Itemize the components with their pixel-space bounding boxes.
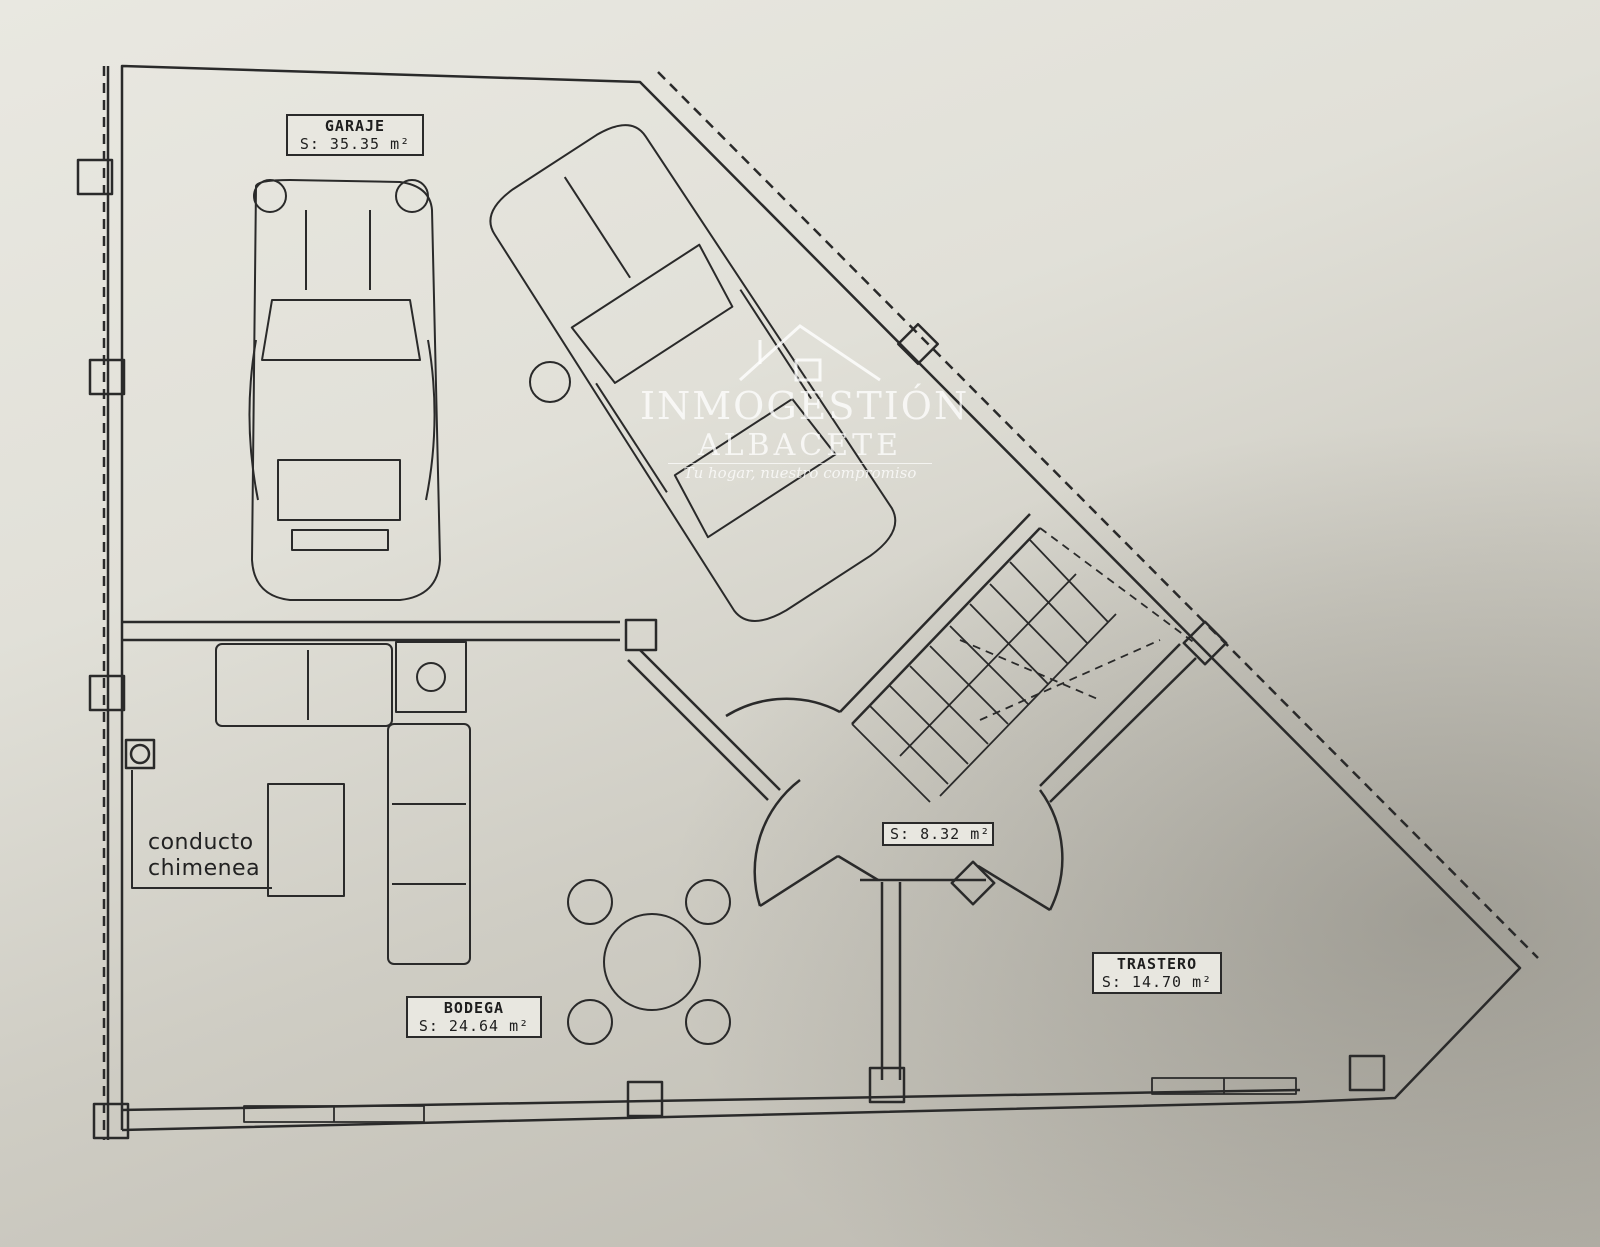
trastero-label: TRASTERO S: 14.70 m²: [1092, 952, 1222, 994]
trastero-name: TRASTERO: [1116, 955, 1198, 973]
chimney-duct-line2: chimenea: [148, 856, 261, 881]
watermark-city: ALBACETE: [667, 428, 933, 464]
doors: [725, 697, 1064, 912]
chimney-duct-line1: conducto: [148, 830, 254, 855]
outer-walls: [102, 64, 1539, 1140]
watermark-name: INMOGESTIÓN: [640, 384, 970, 428]
windows: [243, 1077, 1297, 1123]
watermark: INMOGESTIÓN ALBACETE Tu hogar, nuestro c…: [640, 320, 970, 482]
hall-label: S: 8.32 m²: [882, 822, 994, 846]
garage-drain: [529, 361, 571, 403]
car-top-view-1: [248, 179, 441, 601]
pillars: [76, 158, 1386, 1140]
chimney-duct-note: conducto chimenea: [148, 830, 260, 882]
garaje-label: GARAJE S: 35.35 m²: [286, 114, 424, 156]
trastero-area: S: 14.70 m²: [1101, 973, 1213, 991]
car-top-view-2: [489, 124, 897, 622]
interior-walls: [627, 513, 1197, 1080]
staircase: [851, 527, 1197, 803]
bodega-furniture: [131, 641, 731, 1045]
house-logo-icon: [738, 324, 881, 382]
bodega-label: BODEGA S: 24.64 m²: [406, 996, 542, 1038]
hall-area: S: 8.32 m²: [890, 825, 991, 843]
watermark-tagline: Tu hogar, nuestro compromiso: [683, 464, 917, 482]
bodega-name: BODEGA: [443, 999, 505, 1017]
garaje-name: GARAJE: [324, 117, 386, 135]
bodega-area: S: 24.64 m²: [418, 1017, 530, 1035]
garaje-area: S: 35.35 m²: [299, 135, 411, 153]
